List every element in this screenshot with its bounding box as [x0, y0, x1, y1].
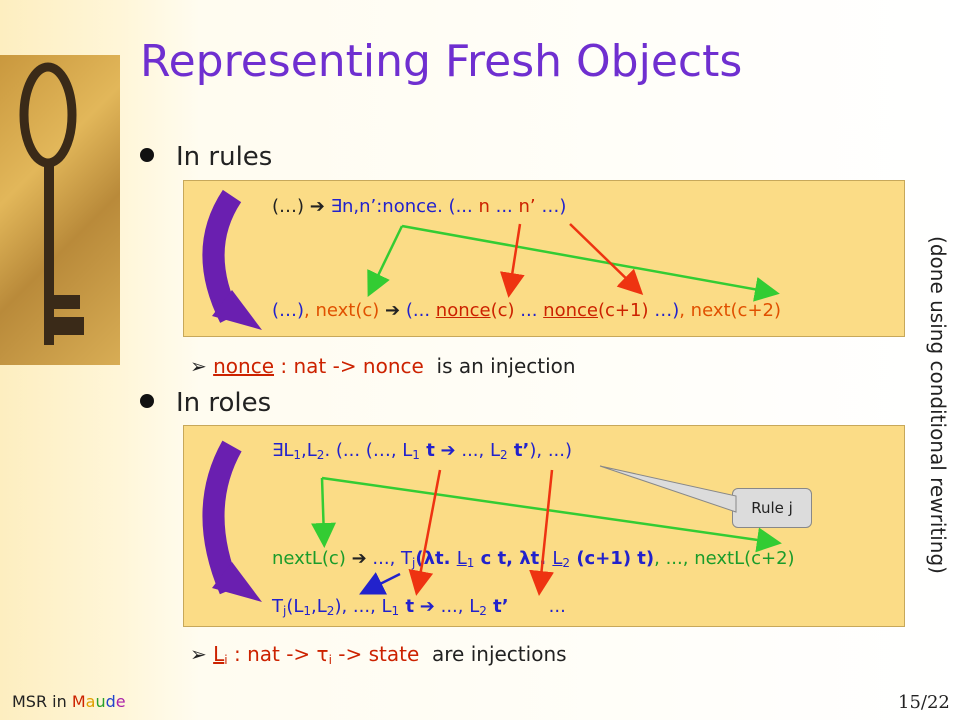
green-arrow — [311, 477, 336, 548]
bullet-dot-icon — [140, 393, 154, 408]
bullet-label: In rules — [176, 142, 273, 172]
slide-title: Representing Fresh Objects — [140, 36, 743, 87]
rules-line-top: (…) ➔ ∃n,n’:nonce. (... n ... n’ …) — [272, 196, 567, 217]
maude-letter: M — [71, 692, 86, 711]
rules-sub-bullet: ➢ nonce : nat -> nonce is an injection — [190, 354, 576, 378]
red-arrow — [499, 223, 525, 298]
green-arrow — [367, 225, 404, 298]
bullet-dot-icon — [140, 147, 154, 162]
maude-letter: a — [85, 692, 96, 711]
blue-arrow — [359, 572, 401, 595]
roles-line-3: Tj(L1,L2), ..., L1 t ➔ ..., L2 t’ ... — [272, 596, 566, 618]
right-arrow-icon: ➔ — [385, 300, 401, 321]
callout-pointer — [599, 465, 737, 513]
rule-j-callout: Rule j — [732, 488, 812, 528]
red-arrow — [408, 469, 442, 596]
right-arrow-icon: ➔ — [309, 196, 325, 217]
bullet-in-roles: In roles — [140, 388, 271, 418]
purple-curved-arrow-icon — [202, 440, 262, 602]
bullet-label: In roles — [176, 388, 272, 418]
rules-box — [183, 180, 905, 337]
red-arrow — [569, 223, 644, 295]
red-arrow — [529, 469, 554, 596]
roles-line-1: ∃L1,L2. (... (…, L1 t ➔ ..., L2 t’), ...… — [272, 440, 573, 462]
checkmark-arrow-icon: ➢ — [190, 642, 214, 666]
maude-letter: u — [95, 692, 106, 711]
right-arrow-icon: ➔ — [440, 440, 456, 461]
antique-key-icon — [19, 62, 84, 345]
right-arrow-icon: ➔ — [419, 596, 435, 617]
purple-curved-arrow-icon — [202, 189, 262, 330]
maude-logo: Maude — [72, 692, 126, 711]
right-arrow-icon: ➔ — [351, 548, 367, 569]
bullet-in-rules: In rules — [140, 142, 272, 172]
green-arrow — [401, 224, 780, 302]
key-image — [0, 55, 120, 365]
page-number: 15/22 — [898, 692, 950, 713]
maude-letter: e — [115, 692, 126, 711]
checkmark-arrow-icon: ➢ — [190, 354, 214, 378]
roles-line-2: nextL(c) ➔ ..., Tj(λt. L1 c t, λt. L2 (c… — [272, 548, 795, 570]
rules-line-bottom: (…), next(c) ➔ (... nonce(c) ... nonce(c… — [272, 300, 782, 321]
maude-letter: d — [105, 692, 116, 711]
roles-sub-bullet: ➢ Li : nat -> τi -> state are injections — [190, 642, 567, 667]
footer-left: MSR in Maude — [12, 692, 126, 711]
